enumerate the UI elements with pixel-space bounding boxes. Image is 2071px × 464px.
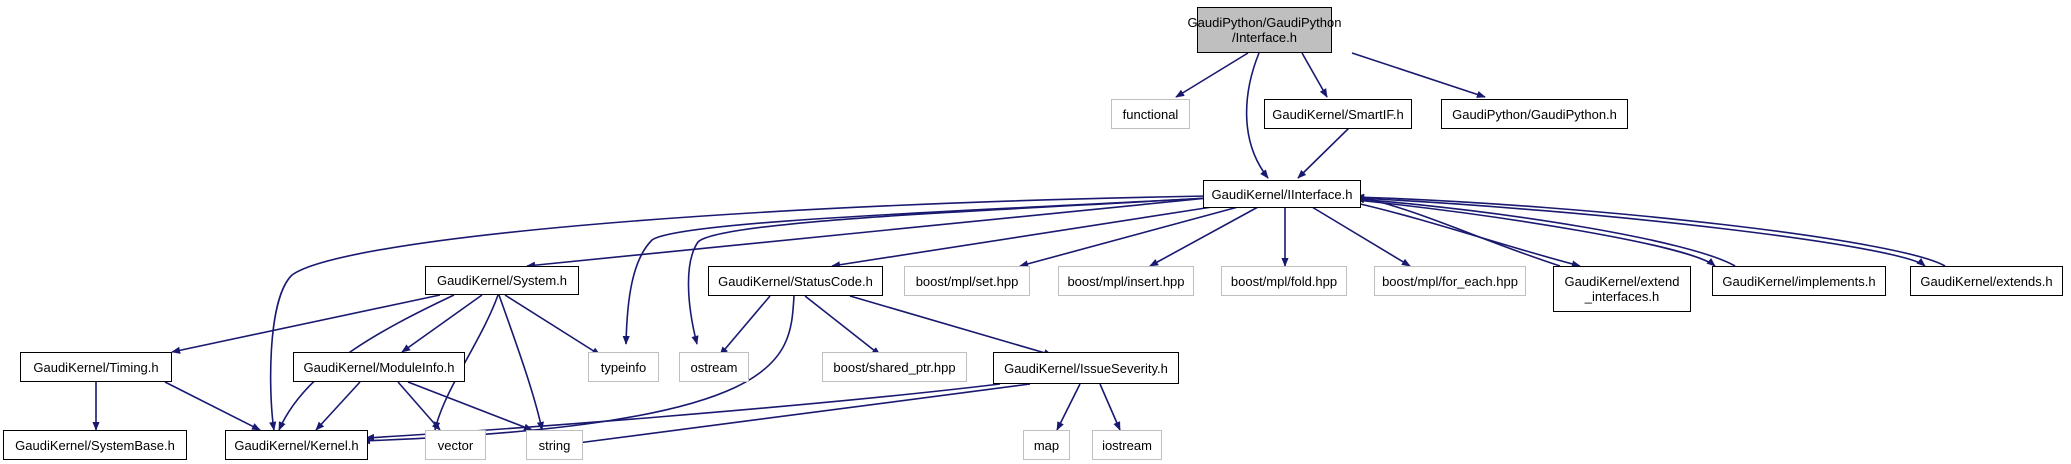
edge-system-typeinfo — [504, 294, 601, 356]
edge-statuscode-ostream — [719, 295, 771, 356]
edge-smartif-iinterface — [1297, 126, 1351, 179]
edge-iinterface-ostream — [687, 197, 1209, 345]
node-implements-h[interactable]: GaudiKernel/implements.h — [1712, 266, 1886, 296]
edge-issueseverity-map — [1056, 383, 1081, 431]
edge-iinterface-extends — [1355, 197, 1926, 267]
edge-iinterface-boost-for-each — [1311, 206, 1411, 267]
edge-moduleinfo-vector — [397, 381, 441, 431]
node-moduleinfo-h[interactable]: GaudiKernel/ModuleInfo.h — [293, 352, 465, 382]
node-string[interactable]: string — [526, 430, 583, 460]
node-issueseverity-h[interactable]: GaudiKernel/IssueSeverity.h — [993, 352, 1179, 384]
edge-extends-iinterface — [1355, 193, 1946, 267]
node-system-h[interactable]: GaudiKernel/System.h — [425, 266, 579, 295]
edge-iinterface-statuscode — [831, 206, 1213, 269]
edge-iinterface-extend-interfaces — [1355, 202, 1581, 268]
edge-interface-gaudipython — [1351, 52, 1486, 98]
edge-moduleinfo-kernel — [315, 381, 361, 431]
edge-system-timing — [171, 294, 441, 354]
node-ostream[interactable]: ostream — [679, 352, 749, 382]
node-boost-set[interactable]: boost/mpl/set.hpp — [904, 266, 1030, 296]
edge-interface-iinterface — [1245, 52, 1269, 179]
node-boost-shared-ptr[interactable]: boost/shared_ptr.hpp — [822, 352, 967, 382]
edge-iinterface-system — [526, 197, 1209, 269]
node-iostream[interactable]: iostream — [1092, 430, 1162, 460]
edge-implements-iinterface — [1355, 196, 1736, 267]
edge-issueseverity-iostream — [1099, 383, 1121, 431]
edge-iinterface-boost-set — [1019, 206, 1239, 268]
node-functional[interactable]: functional — [1111, 99, 1190, 129]
node-interface-h[interactable]: GaudiPython/GaudiPython /Interface.h — [1188, 7, 1341, 53]
node-statuscode-h[interactable]: GaudiKernel/StatusCode.h — [708, 266, 883, 296]
edge-statuscode-issueseverity — [849, 295, 1053, 357]
edge-timing-kernel — [164, 381, 261, 431]
node-boost-insert[interactable]: boost/mpl/insert.hpp — [1058, 266, 1194, 296]
node-kernel-h[interactable]: GaudiKernel/Kernel.h — [225, 430, 368, 460]
node-boost-for-each[interactable]: boost/mpl/for_each.hpp — [1374, 266, 1526, 296]
node-extend-interfaces-h[interactable]: GaudiKernel/extend _interfaces.h — [1553, 266, 1691, 312]
edge-iinterface-kernel — [269, 195, 1209, 431]
edge-iinterface-boost-insert — [1149, 206, 1259, 267]
node-timing-h[interactable]: GaudiKernel/Timing.h — [20, 352, 172, 382]
edge-interface-smartif — [1301, 52, 1328, 98]
node-map[interactable]: map — [1023, 430, 1070, 460]
node-iinterface-h[interactable]: GaudiKernel/IInterface.h — [1203, 180, 1361, 208]
edge-statuscode-kernel — [361, 295, 795, 445]
edge-issueseverity-string — [569, 383, 1031, 447]
edge-system-moduleinfo — [401, 294, 483, 353]
node-smartif-h[interactable]: GaudiKernel/SmartIF.h — [1264, 99, 1412, 129]
edge-statuscode-boost-shared-ptr — [804, 295, 881, 356]
edge-moduleinfo-string — [407, 381, 533, 431]
node-systembase-h[interactable]: GaudiKernel/SystemBase.h — [3, 430, 187, 460]
node-gaudipython-h[interactable]: GaudiPython/GaudiPython.h — [1441, 99, 1628, 129]
node-extends-h[interactable]: GaudiKernel/extends.h — [1910, 266, 2063, 296]
node-vector[interactable]: vector — [425, 430, 486, 460]
edge-interface-functional — [1175, 52, 1249, 98]
edge-iinterface-implements — [1355, 199, 1716, 267]
edge-system-string — [498, 294, 544, 431]
node-boost-fold[interactable]: boost/mpl/fold.hpp — [1221, 266, 1347, 296]
node-typeinfo[interactable]: typeinfo — [588, 352, 659, 382]
